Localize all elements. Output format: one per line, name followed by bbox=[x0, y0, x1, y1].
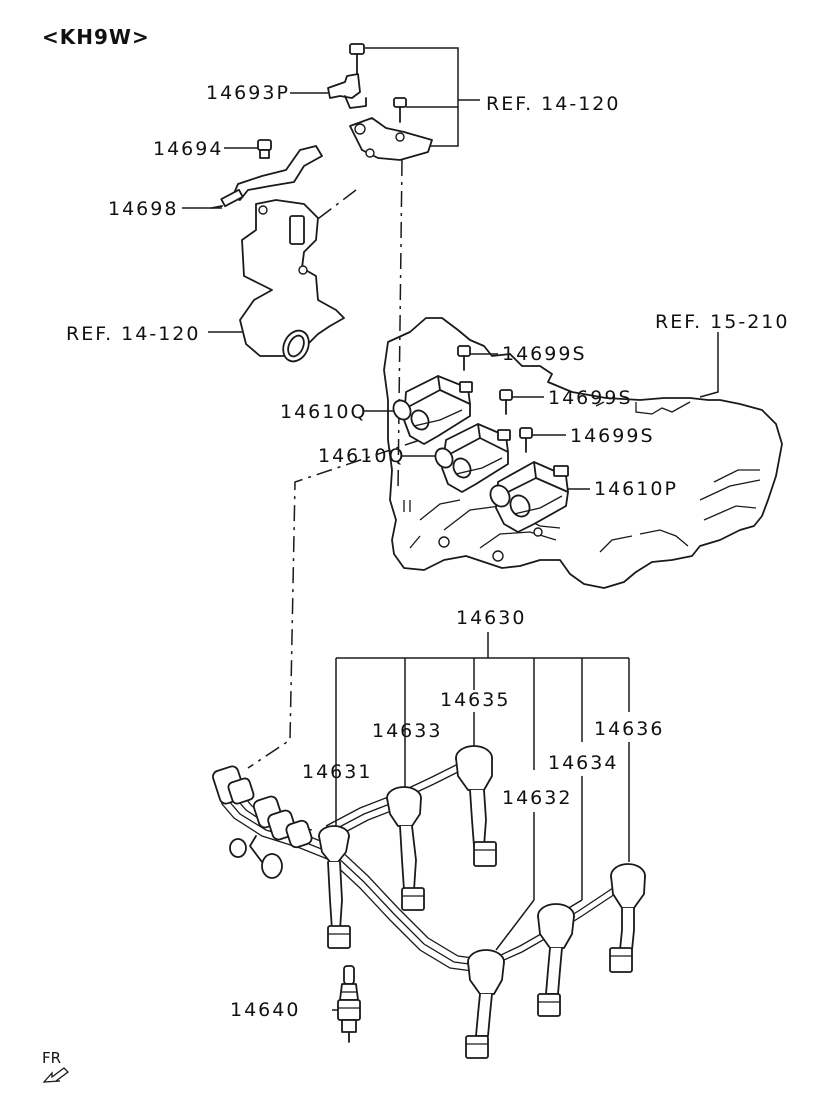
model-code-label: <KH9W> bbox=[42, 25, 150, 49]
intake-manifold[interactable] bbox=[383, 317, 783, 589]
coil-boot-connectors[interactable] bbox=[211, 765, 313, 849]
part-label-14694[interactable]: 14694 bbox=[153, 138, 223, 160]
part-label-14699S-a[interactable]: 14699S bbox=[502, 343, 587, 365]
reference-label-manifold[interactable]: REF. 15-210 bbox=[655, 311, 789, 333]
plug-boot-14635[interactable] bbox=[455, 745, 497, 867]
plug-boot-14633[interactable] bbox=[386, 786, 425, 911]
part-label-14610P[interactable]: 14610P bbox=[594, 478, 678, 500]
coil-bracket[interactable] bbox=[327, 43, 433, 161]
part-label-14640[interactable]: 14640 bbox=[230, 999, 300, 1021]
part-label-14698[interactable]: 14698 bbox=[108, 198, 178, 220]
part-label-14610Q-b[interactable]: 14610Q bbox=[318, 445, 405, 467]
part-label-14693P[interactable]: 14693P bbox=[206, 82, 290, 104]
part-label-14699S-b[interactable]: 14699S bbox=[548, 387, 633, 409]
ignition-coil-14610Q-b[interactable] bbox=[432, 423, 511, 493]
part-label-14633[interactable]: 14633 bbox=[372, 720, 442, 742]
plug-boot-14634[interactable] bbox=[537, 903, 575, 1017]
temperature-sensor[interactable] bbox=[211, 145, 323, 209]
part-label-14632[interactable]: 14632 bbox=[502, 787, 572, 809]
ignition-coil-14610P[interactable] bbox=[487, 461, 569, 533]
part-label-14634[interactable]: 14634 bbox=[548, 752, 618, 774]
coil-bolt-c[interactable] bbox=[519, 427, 533, 453]
part-label-14630[interactable]: 14630 bbox=[456, 607, 526, 629]
front-orientation-label: FR bbox=[42, 1049, 61, 1067]
part-label-14635[interactable]: 14635 bbox=[440, 689, 510, 711]
plug-boot-14632[interactable] bbox=[465, 949, 505, 1059]
coil-bolt-a[interactable] bbox=[457, 345, 471, 371]
leader-lines bbox=[182, 47, 719, 1011]
thermostat-housing[interactable] bbox=[239, 199, 345, 366]
part-label-14636[interactable]: 14636 bbox=[594, 718, 664, 740]
part-label-14610Q-a[interactable]: 14610Q bbox=[280, 401, 367, 423]
spark-plug[interactable] bbox=[337, 965, 361, 1043]
reference-label-housing[interactable]: REF. 14-120 bbox=[66, 323, 200, 345]
reference-label-bracket[interactable]: REF. 14-120 bbox=[486, 93, 620, 115]
part-label-14699S-c[interactable]: 14699S bbox=[570, 425, 655, 447]
front-arrow-icon bbox=[42, 1067, 69, 1083]
sensor-bolt[interactable] bbox=[257, 139, 272, 159]
coil-bolt-b[interactable] bbox=[499, 389, 513, 415]
plug-boot-14636[interactable] bbox=[609, 863, 646, 973]
part-label-14631[interactable]: 14631 bbox=[302, 761, 372, 783]
plug-boot-14631[interactable] bbox=[318, 825, 351, 949]
ignition-coil-14610Q-a[interactable] bbox=[390, 375, 473, 445]
